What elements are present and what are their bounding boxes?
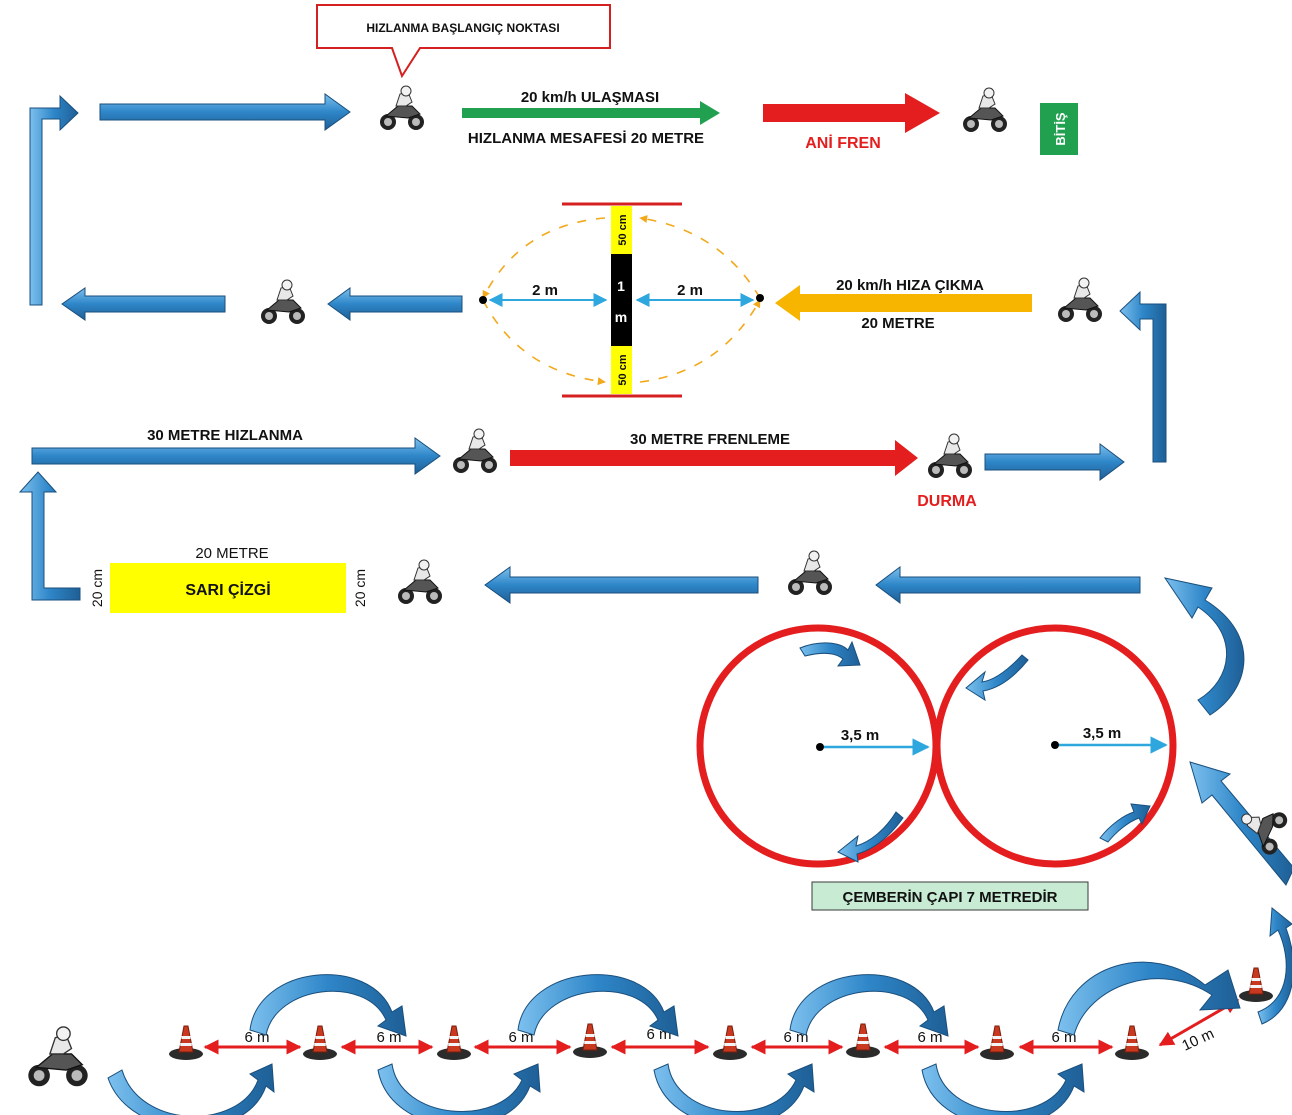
traffic-cone-icon — [302, 1025, 338, 1061]
slalom-under-arcs — [107, 1063, 1085, 1115]
traffic-cone-icon — [979, 1025, 1015, 1061]
twenty-metre-line-label: 20 METRE — [195, 545, 268, 562]
fifty-cm-top-bar — [611, 206, 632, 254]
slalom-exit-curved-arrow — [1257, 907, 1292, 1025]
accel-green-arrow — [462, 101, 720, 125]
speed-20-label: 20 km/h HIZA ÇIKMA — [836, 277, 984, 294]
stop-label: DURMA — [917, 493, 977, 510]
return-arrow-row4-mid — [484, 566, 759, 604]
motorcycle-icon — [927, 433, 973, 479]
traffic-cone-icon — [572, 1023, 608, 1059]
slalom-over-arcs — [249, 961, 1241, 1037]
exit-circle-curved-arrow — [1163, 577, 1245, 716]
fifty-cm-top-label: 50 cm — [617, 214, 629, 245]
yellow-line-box — [110, 563, 346, 613]
traffic-cone-icon — [1114, 1025, 1150, 1061]
dashed-turn-paths — [482, 215, 761, 386]
return-arrow-row2-mid — [327, 287, 463, 321]
accel-30-arrow — [31, 437, 441, 475]
circle-diameter-label: ÇEMBERİN ÇAPI 7 METREDİR — [842, 889, 1057, 906]
sudden-brake-arrow — [763, 93, 940, 133]
motorcycle-icon — [452, 428, 498, 474]
traffic-cone-icon — [436, 1025, 472, 1061]
motorcycle-icon — [260, 279, 306, 325]
circle-right — [933, 624, 1177, 868]
motorcycle-icon — [27, 1026, 89, 1087]
return-arrow-row4-right — [875, 566, 1141, 604]
fifty-cm-bottom-bar — [611, 346, 632, 394]
after-stop-arrow — [984, 443, 1125, 481]
motorcycle-icon — [962, 87, 1008, 133]
accel-distance-label: HIZLANMA MESAFESİ 20 METRE — [468, 130, 704, 147]
motorcycle-icon — [787, 550, 833, 596]
left-point-dot — [479, 296, 487, 304]
two-metre-left-label: 2 m — [532, 282, 558, 299]
one-metre-label-bottom: m — [615, 309, 627, 325]
enter-circle-diagonal-arrow — [1189, 761, 1292, 886]
six-metre-label: 6 m — [917, 1029, 942, 1046]
traffic-cone-icon — [1238, 967, 1274, 1003]
fifty-cm-bottom-label: 50 cm — [617, 354, 629, 385]
radius-right-label: 3,5 m — [1083, 725, 1121, 742]
finish-label: BİTİŞ — [1053, 112, 1068, 146]
traffic-cone-icon — [845, 1023, 881, 1059]
finish-box — [1040, 103, 1078, 155]
arrow-to-start — [99, 93, 351, 131]
brake-30-label: 30 METRE FRENLEME — [630, 431, 790, 448]
motorcycle-icon — [379, 85, 425, 131]
right-point-dot — [756, 294, 764, 302]
start-point-callout: HIZLANMA BAŞLANGIÇ NOKTASI — [316, 4, 611, 79]
one-metre-label-top: 1 — [617, 278, 625, 294]
reach-speed-label: 20 km/h ULAŞMASI — [521, 89, 659, 106]
accel-30-label: 30 METRE HIZLANMA — [147, 427, 303, 444]
twenty-cm-right-label: 20 cm — [352, 569, 368, 607]
radius-left-label: 3,5 m — [841, 727, 879, 744]
traffic-cone-icon — [712, 1025, 748, 1061]
twenty-cm-left-label: 20 cm — [89, 569, 105, 607]
circle-right-center — [1051, 741, 1059, 749]
six-metre-label: 6 m — [376, 1029, 401, 1046]
motorcycle-icon — [397, 559, 443, 605]
return-arrow-row2-left — [61, 287, 226, 321]
speed-up-orange-arrow — [775, 285, 1032, 321]
circle-left-center — [816, 743, 824, 751]
brake-30-arrow — [510, 440, 918, 476]
motorcycle-icon — [1057, 277, 1103, 323]
circle-diameter-box — [811, 881, 1089, 911]
start-point-label: HIZLANMA BAŞLANGIÇ NOKTASI — [366, 21, 559, 35]
circle-direction-arrows — [799, 640, 1151, 863]
return-arrow-left-vertical — [29, 94, 79, 306]
yellow-line-label: SARI ÇİZGİ — [185, 581, 270, 599]
one-metre-bar — [611, 254, 632, 346]
two-metre-right-label: 2 m — [677, 282, 703, 299]
traffic-cone-icon — [168, 1025, 204, 1061]
return-arrow-right-vertical — [1119, 290, 1167, 463]
sudden-brake-label: ANİ FREN — [805, 134, 881, 152]
twenty-metre-label: 20 METRE — [861, 315, 934, 332]
return-arrow-row4-vertical — [18, 471, 81, 601]
